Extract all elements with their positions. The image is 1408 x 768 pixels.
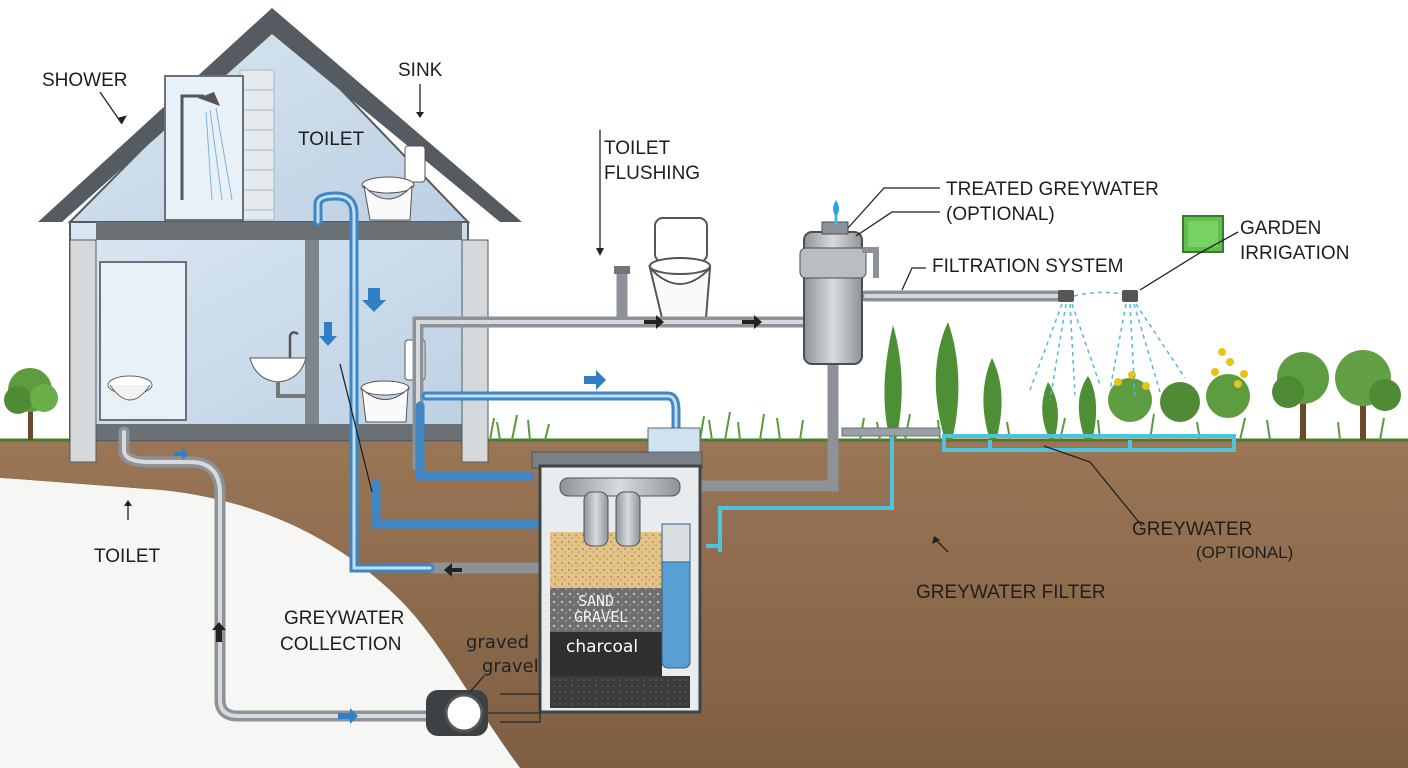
cutaway: [0, 478, 520, 768]
label-shower: SHOWER: [42, 70, 128, 91]
shower-head-icon: [180, 92, 220, 200]
sprinkler-icon: [1058, 290, 1138, 302]
collection-sump: [426, 690, 541, 736]
greywater-tank: [531, 427, 703, 714]
charcoal-layer: [550, 632, 662, 676]
leader-lines: [99, 84, 1239, 693]
toilet-icon: [361, 145, 426, 221]
label-toilet-lower: TOILET: [94, 546, 161, 567]
leader-arrows: [117, 112, 940, 544]
label-sand: SAND: [578, 592, 614, 610]
tree-icon: [1272, 350, 1401, 440]
flowers: [1114, 348, 1248, 390]
gravel-layer: [550, 588, 662, 632]
label-greywater-filter: GREYWATER FILTER: [916, 582, 1106, 603]
flow-arrow-icon: [174, 288, 606, 724]
sink-icon: [249, 331, 307, 398]
ground-floor-slab: [96, 424, 462, 440]
label-treated-greywater-1: TREATED GREYWATER: [946, 179, 1159, 200]
toilet-icon: [648, 217, 712, 319]
filtration-unit: [799, 200, 879, 365]
upper-floor: [96, 222, 462, 240]
distribution-header: [841, 427, 941, 437]
label-greywater-collection-1: GREYWATER: [284, 608, 404, 629]
label-treated-greywater-2: (OPTIONAL): [946, 204, 1055, 225]
label-filtration-system: FILTRATION SYSTEM: [932, 256, 1123, 277]
water-drop-icon: [833, 200, 839, 216]
label-garden-irrigation-2: IRRIGATION: [1240, 243, 1349, 264]
tree-icon: [4, 368, 58, 440]
label-toilet-flushing-2: FLUSHING: [604, 163, 700, 184]
spray: [1029, 291, 1186, 401]
shower-enclosure: [99, 75, 244, 421]
label-toilet-flushing-1: TOILET: [604, 138, 671, 159]
toilet-icon: [107, 375, 153, 401]
garden-irrigation-marker-inner: [1188, 221, 1218, 247]
vent-cap: [614, 266, 630, 274]
label-greywater-optional-2: (OPTIONAL): [1196, 543, 1293, 562]
label-gravel-layer: GRAVEL: [574, 608, 628, 626]
flow-arrow-icon: [212, 315, 762, 642]
label-gravel: gravel: [482, 656, 539, 677]
label-sink: SINK: [398, 60, 443, 81]
label-charcoal: charcoal: [566, 637, 638, 657]
label-graved: graved: [466, 632, 529, 653]
label-garden-irrigation-1: GARDEN: [1240, 218, 1321, 239]
filter-cartridge: [583, 491, 609, 547]
label-greywater-optional-1: GREYWATER: [1132, 519, 1252, 540]
filter-cartridge: [615, 491, 641, 547]
label-toilet-upper: TOILET: [298, 129, 365, 150]
irrigation-pipes: [706, 434, 1236, 552]
bottom-gravel-layer: [550, 676, 690, 708]
label-greywater-collection-2: COLLECTION: [280, 634, 401, 655]
